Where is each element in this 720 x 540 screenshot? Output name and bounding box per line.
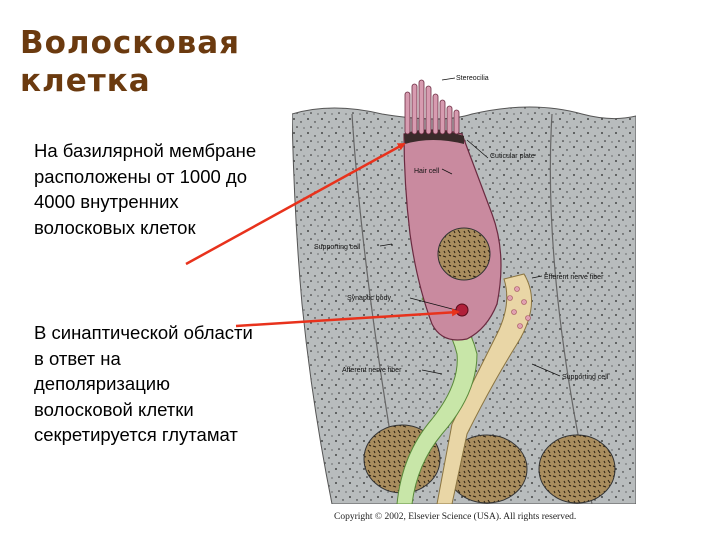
label-supporting-cell-right: Supporting cell <box>562 374 609 381</box>
hair-cell-illustration: Stereocilia Cuticular plate Hair cell Su… <box>292 75 636 504</box>
slide-title: Волосковая клетка <box>20 25 241 99</box>
efferent-nerve-fiber <box>436 273 533 504</box>
label-afferent-nerve-fiber: Afferent nerve fiber <box>342 367 402 374</box>
label-hair-cell: Hair cell <box>414 168 440 175</box>
stereocilia <box>404 79 460 135</box>
label-efferent-nerve-fiber: Efferent nerve fiber <box>544 274 604 281</box>
nucleus-bottom-right <box>538 434 616 504</box>
hair-cell-nucleus <box>437 227 491 281</box>
paragraph-hair-cell-count: На базилярной мембране расположены от 10… <box>34 140 257 238</box>
label-synaptic-body: Synaptic body <box>347 295 391 302</box>
label-supporting-cell-left: Supporting cell <box>314 244 361 251</box>
paragraph-glutamate-release: В синаптической области в ответ на депол… <box>34 322 253 445</box>
label-cuticular-plate: Cuticular plate <box>490 153 535 160</box>
synaptic-body <box>455 303 469 317</box>
efferent-vesicles <box>507 286 531 329</box>
label-stereocilia: Stereocilia <box>456 75 489 82</box>
figure-copyright: Copyright © 2002, Elsevier Science (USA)… <box>334 512 577 522</box>
